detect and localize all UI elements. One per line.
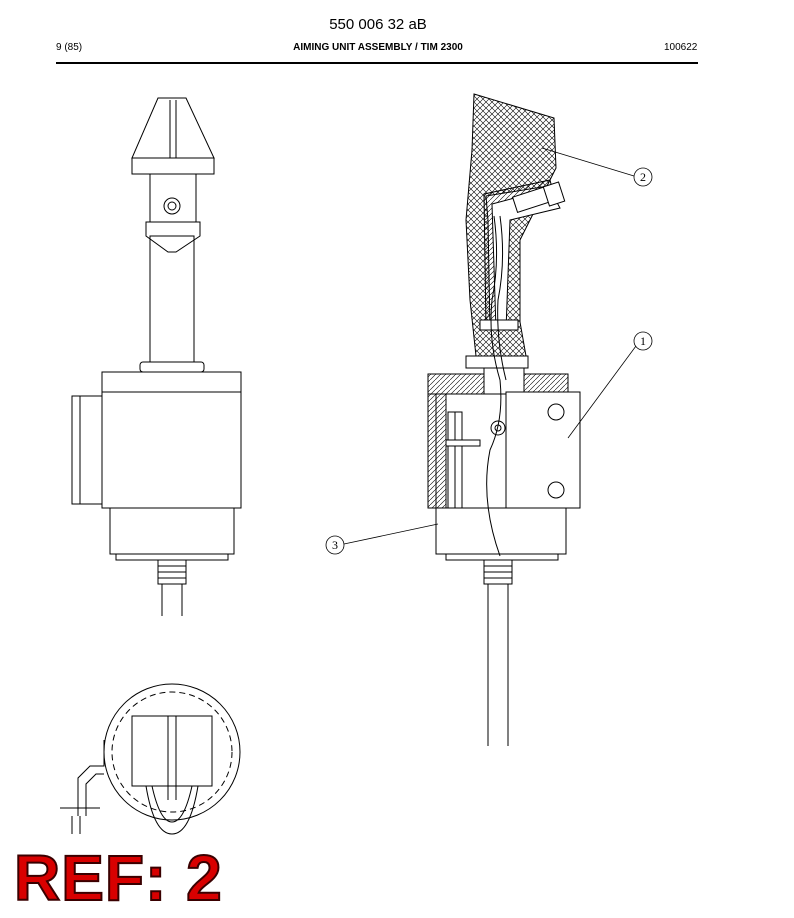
- page-number: 9 (85): [56, 42, 83, 53]
- front-view: [71, 97, 242, 616]
- fork-tip: [131, 97, 215, 159]
- ref-label: REF: 2: [13, 842, 223, 914]
- pivot-bolt: [163, 197, 181, 215]
- callout-2-label: 2: [640, 170, 646, 184]
- side-bracket: [505, 391, 581, 509]
- header-divider: [56, 62, 698, 64]
- plan-view: [60, 683, 241, 835]
- callout-3: [325, 523, 439, 555]
- callout-1-label: 1: [640, 334, 646, 348]
- document-date: 100622: [664, 42, 698, 53]
- housing-top: [101, 371, 242, 393]
- housing-base: [109, 507, 235, 555]
- housing-base-section: [435, 507, 567, 555]
- callout-2: [541, 147, 653, 187]
- callout-1: [567, 331, 653, 439]
- fork-base: [131, 157, 215, 175]
- callout-3-label: 3: [332, 538, 338, 552]
- document-number: 550 006 32 aB: [329, 16, 427, 33]
- document-title: AIMING UNIT ASSEMBLY / TIM 2300: [293, 42, 463, 53]
- handle-shaft: [149, 235, 195, 363]
- section-view: [427, 93, 581, 746]
- grip-cover: [465, 93, 557, 357]
- housing-body: [101, 391, 242, 509]
